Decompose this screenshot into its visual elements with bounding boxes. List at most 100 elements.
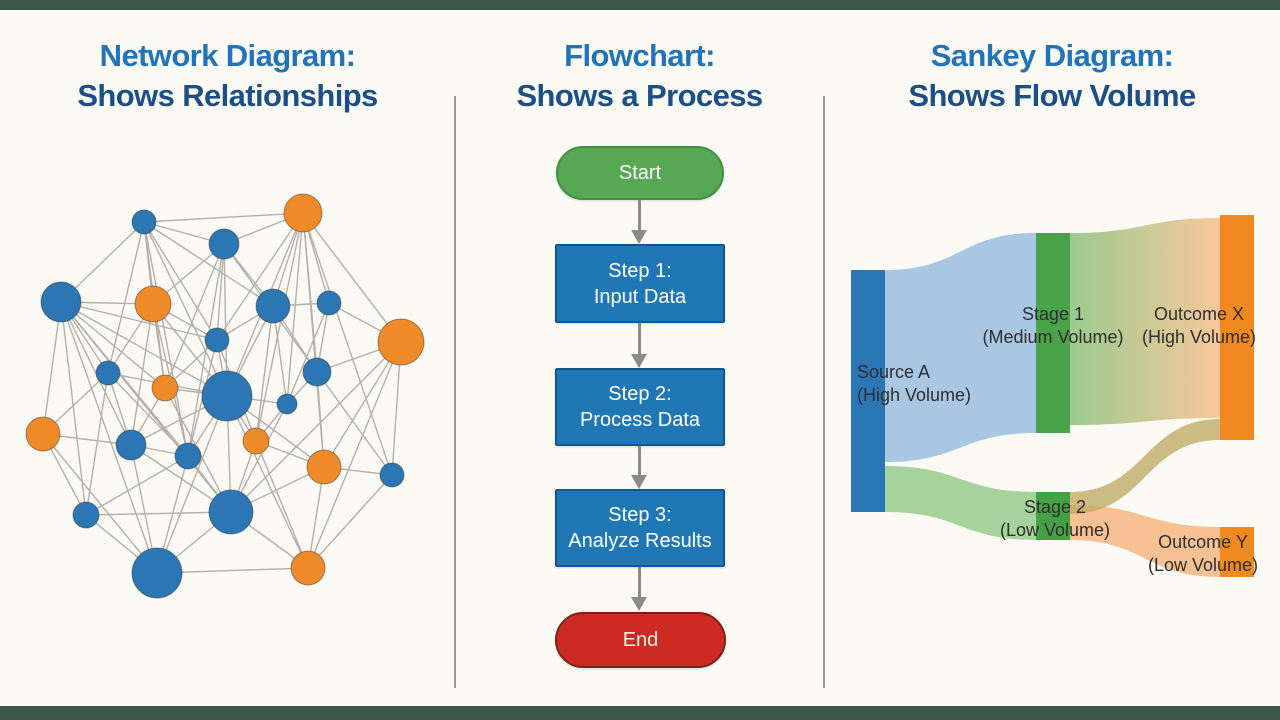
network-node-orange [134,285,172,323]
network-edge [60,301,166,389]
network-edge [307,341,402,569]
flow-arrowhead-icon [631,597,647,611]
network-node-blue [204,327,230,353]
flow-arrow-shaft [638,323,641,355]
network-edge [226,395,309,569]
network-edge [85,455,189,516]
network-edge [286,302,330,405]
network-edge [316,371,393,476]
network-title-line2: Shows Relationships [77,78,378,113]
sankey-label: Outcome Y(Low Volume) [1148,532,1258,575]
network-edge [60,301,158,574]
network-node-blue [316,290,342,316]
flowchart-end-node: End [555,612,726,668]
network-edge [302,212,393,476]
panel-divider-right [823,96,825,688]
network-edge [216,243,225,341]
network-node-orange [151,374,179,402]
network-node-blue [201,370,253,422]
flowchart-step3-node: Step 3: Analyze Results [555,489,725,567]
network-edge [60,301,87,516]
network-panel-title: Network Diagram: Shows Relationships [0,36,455,116]
network-edge [156,395,228,574]
sankey-flow-stage_2-to-outcome_y [1070,505,1220,577]
network-edge [307,474,393,569]
sankey-flow-stage_1-to-outcome_x [1070,218,1220,425]
network-node-orange [25,416,61,452]
network-edge [164,243,225,389]
network-edge [130,303,154,446]
network-edge [156,567,309,574]
network-edge [42,433,158,574]
sankey-node-source_a [851,270,885,512]
top-letterbox-bar [0,0,1280,10]
network-title-line1: Network Diagram: [99,38,356,73]
sankey-label: Stage 1(Medium Volume) [982,304,1123,347]
network-node-blue [208,489,254,535]
sankey-diagram: Source A(High Volume) Stage 1(Medium Volu… [851,215,1258,577]
sankey-label: Stage 2(Low Volume) [1000,497,1110,540]
flowchart-panel-title: Flowchart: Shows a Process [455,36,824,116]
flowchart-title-line2: Shows a Process [516,78,763,113]
sankey-node-outcome_x [1220,215,1254,440]
network-node-blue [208,228,240,260]
network-edge [255,212,304,442]
sankey-label: Source A(High Volume) [857,362,971,405]
network-edge [60,301,228,397]
network-node-blue [72,501,100,529]
sankey-panel-title: Sankey Diagram: Shows Flow Volume [824,36,1280,116]
network-node-blue [131,547,183,599]
network-edge [143,221,274,307]
flow-arrowhead-icon [631,230,647,244]
flow-arrow-shaft [638,200,641,231]
sankey-node-stage_2 [1036,492,1070,540]
sankey-title-line1: Sankey Diagram: [930,38,1174,73]
network-diagram [25,193,425,599]
network-edge [107,221,145,374]
network-edge [42,301,62,435]
flowchart-step1-node: Step 1: Input Data [555,244,725,323]
network-edge [307,466,325,569]
sankey-node-outcome_y [1220,527,1254,577]
network-node-blue [302,357,332,387]
sankey-node-stage_1 [1036,233,1070,433]
panel-divider-left [454,96,456,688]
network-edge [60,301,232,513]
flow-arrowhead-icon [631,354,647,368]
network-edge [230,341,402,513]
network-node-blue [40,281,82,323]
network-node-orange [290,550,326,586]
bottom-letterbox-bar [0,706,1280,720]
network-edge [107,372,189,457]
flow-arrow-shaft [638,567,641,598]
network-edge [85,511,232,516]
network-node-blue [131,209,157,235]
network-edge [143,212,304,223]
network-node-blue [379,462,405,488]
sankey-flow-source_a-to-stage_2 [885,466,1036,540]
network-edge [60,301,218,341]
network-node-orange [377,318,425,366]
sankey-label: Outcome X(High Volume) [1142,304,1256,347]
network-edge [302,212,402,343]
network-edge [60,301,132,446]
flowchart-title-line1: Flowchart: [564,38,715,73]
network-edge [216,212,304,341]
network-node-orange [242,427,270,455]
network-node-blue [255,288,291,324]
network-node-orange [306,449,342,485]
network-node-blue [95,360,121,386]
sankey-flow-stage_2-to-outcome_x [1070,419,1220,514]
network-edge [85,372,109,516]
network-edge [143,221,228,397]
network-node-blue [115,429,147,461]
network-node-blue [276,393,298,415]
sankey-flow-source_a-to-stage_1 [885,233,1036,462]
flowchart-start-node: Start [556,146,724,200]
flow-arrow-shaft [638,446,641,476]
network-edge [255,440,309,569]
network-edge [323,341,402,468]
network-node-blue [174,442,202,470]
flow-arrowhead-icon [631,475,647,489]
network-node-orange [283,193,323,233]
